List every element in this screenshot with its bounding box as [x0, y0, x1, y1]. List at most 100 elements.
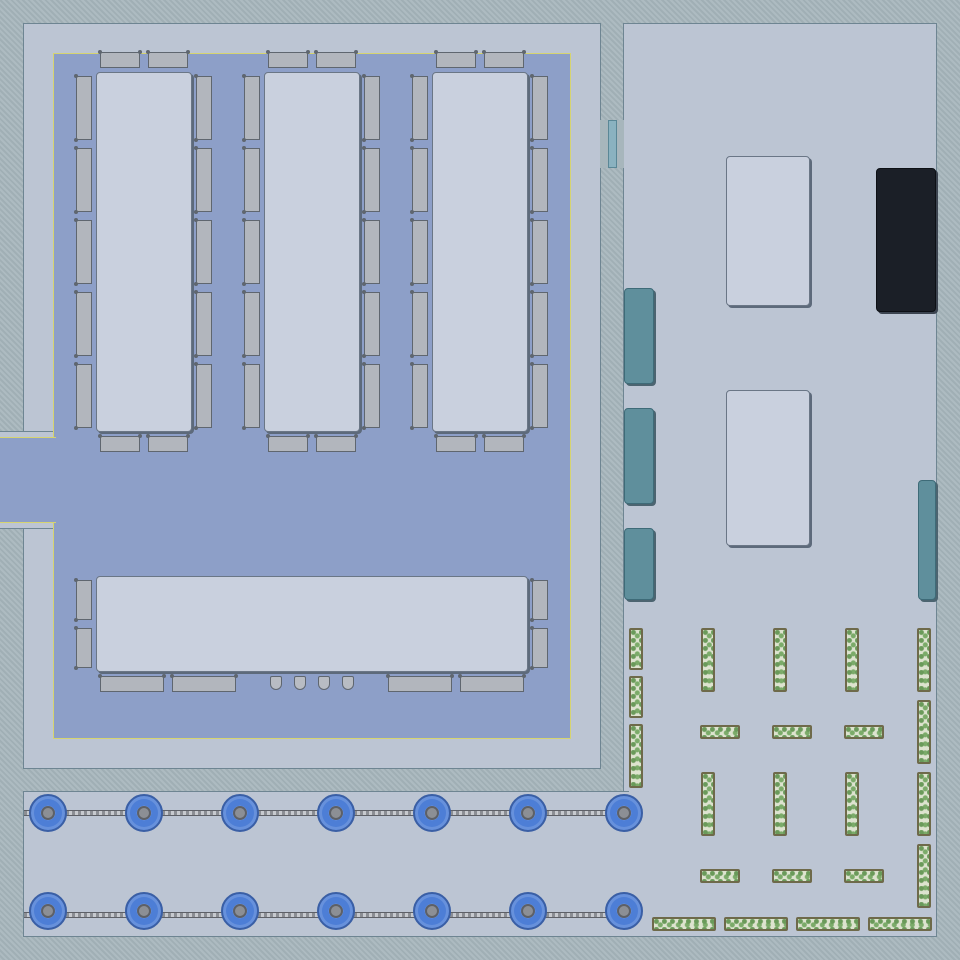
dining-table-long[interactable]	[96, 576, 528, 672]
bench[interactable]	[530, 218, 548, 286]
bench[interactable]	[98, 674, 166, 692]
water-tank[interactable]	[125, 794, 163, 832]
sliding-door[interactable]	[608, 120, 617, 168]
bench[interactable]	[146, 434, 190, 452]
bench[interactable]	[530, 146, 548, 214]
stool[interactable]	[294, 676, 306, 690]
bench[interactable]	[242, 290, 260, 358]
dining-table-2[interactable]	[264, 72, 360, 432]
planter[interactable]	[772, 869, 812, 883]
bench[interactable]	[266, 434, 310, 452]
bench[interactable]	[362, 146, 380, 214]
bench[interactable]	[362, 74, 380, 142]
planter[interactable]	[917, 772, 931, 836]
bench[interactable]	[410, 290, 428, 358]
bench[interactable]	[194, 290, 212, 358]
planter[interactable]	[629, 628, 643, 670]
bench[interactable]	[410, 74, 428, 142]
bench[interactable]	[530, 626, 548, 670]
locker[interactable]	[624, 288, 654, 384]
locker[interactable]	[624, 408, 654, 504]
water-tank[interactable]	[509, 892, 547, 930]
water-tank[interactable]	[125, 892, 163, 930]
water-tank[interactable]	[413, 892, 451, 930]
dark-cabinet[interactable]	[876, 168, 936, 312]
bench[interactable]	[98, 50, 142, 68]
planter[interactable]	[845, 772, 859, 836]
planter[interactable]	[700, 725, 740, 739]
stool[interactable]	[342, 676, 354, 690]
planter[interactable]	[701, 772, 715, 836]
bench[interactable]	[242, 362, 260, 430]
planter[interactable]	[845, 628, 859, 692]
entry-corridor-floor[interactable]	[0, 437, 56, 523]
locker[interactable]	[918, 480, 936, 600]
bench[interactable]	[194, 74, 212, 142]
bench[interactable]	[362, 218, 380, 286]
locker[interactable]	[624, 528, 654, 600]
planter[interactable]	[844, 725, 884, 739]
water-tank[interactable]	[317, 892, 355, 930]
bench[interactable]	[482, 434, 526, 452]
bench[interactable]	[530, 290, 548, 358]
bench[interactable]	[410, 218, 428, 286]
planter[interactable]	[844, 869, 884, 883]
bench[interactable]	[362, 362, 380, 430]
water-tank[interactable]	[29, 794, 67, 832]
bench[interactable]	[266, 50, 310, 68]
bench[interactable]	[194, 218, 212, 286]
bench[interactable]	[170, 674, 238, 692]
stool[interactable]	[270, 676, 282, 690]
planter[interactable]	[629, 676, 643, 718]
bench[interactable]	[74, 290, 92, 358]
planter[interactable]	[917, 700, 931, 764]
planter[interactable]	[629, 724, 643, 788]
planter[interactable]	[917, 844, 931, 908]
bench[interactable]	[386, 674, 454, 692]
storage-table-1[interactable]	[726, 156, 810, 306]
bench[interactable]	[530, 74, 548, 142]
dining-table-3[interactable]	[432, 72, 528, 432]
water-tank[interactable]	[221, 892, 259, 930]
bench[interactable]	[530, 362, 548, 430]
bench[interactable]	[74, 362, 92, 430]
bench[interactable]	[74, 578, 92, 622]
bench[interactable]	[530, 578, 548, 622]
planter[interactable]	[724, 917, 788, 931]
bench[interactable]	[482, 50, 526, 68]
bench[interactable]	[146, 50, 190, 68]
bench[interactable]	[74, 146, 92, 214]
bench[interactable]	[194, 362, 212, 430]
water-tank[interactable]	[605, 892, 643, 930]
bench[interactable]	[434, 50, 478, 68]
planter[interactable]	[700, 869, 740, 883]
planter[interactable]	[773, 772, 787, 836]
bench[interactable]	[74, 74, 92, 142]
bench[interactable]	[458, 674, 526, 692]
planter[interactable]	[796, 917, 860, 931]
water-tank[interactable]	[413, 794, 451, 832]
bench[interactable]	[242, 218, 260, 286]
dining-table-1[interactable]	[96, 72, 192, 432]
bench[interactable]	[314, 50, 358, 68]
bench[interactable]	[98, 434, 142, 452]
bench[interactable]	[362, 290, 380, 358]
planter[interactable]	[701, 628, 715, 692]
bench[interactable]	[194, 146, 212, 214]
bench[interactable]	[242, 74, 260, 142]
water-tank[interactable]	[317, 794, 355, 832]
water-tank[interactable]	[29, 892, 67, 930]
planter[interactable]	[773, 628, 787, 692]
bench[interactable]	[410, 146, 428, 214]
stool[interactable]	[318, 676, 330, 690]
storage-table-2[interactable]	[726, 390, 810, 546]
bench[interactable]	[242, 146, 260, 214]
bench[interactable]	[74, 218, 92, 286]
planter[interactable]	[868, 917, 932, 931]
bench[interactable]	[434, 434, 478, 452]
bench[interactable]	[410, 362, 428, 430]
planter[interactable]	[652, 917, 716, 931]
water-tank[interactable]	[605, 794, 643, 832]
bench[interactable]	[314, 434, 358, 452]
water-tank[interactable]	[509, 794, 547, 832]
